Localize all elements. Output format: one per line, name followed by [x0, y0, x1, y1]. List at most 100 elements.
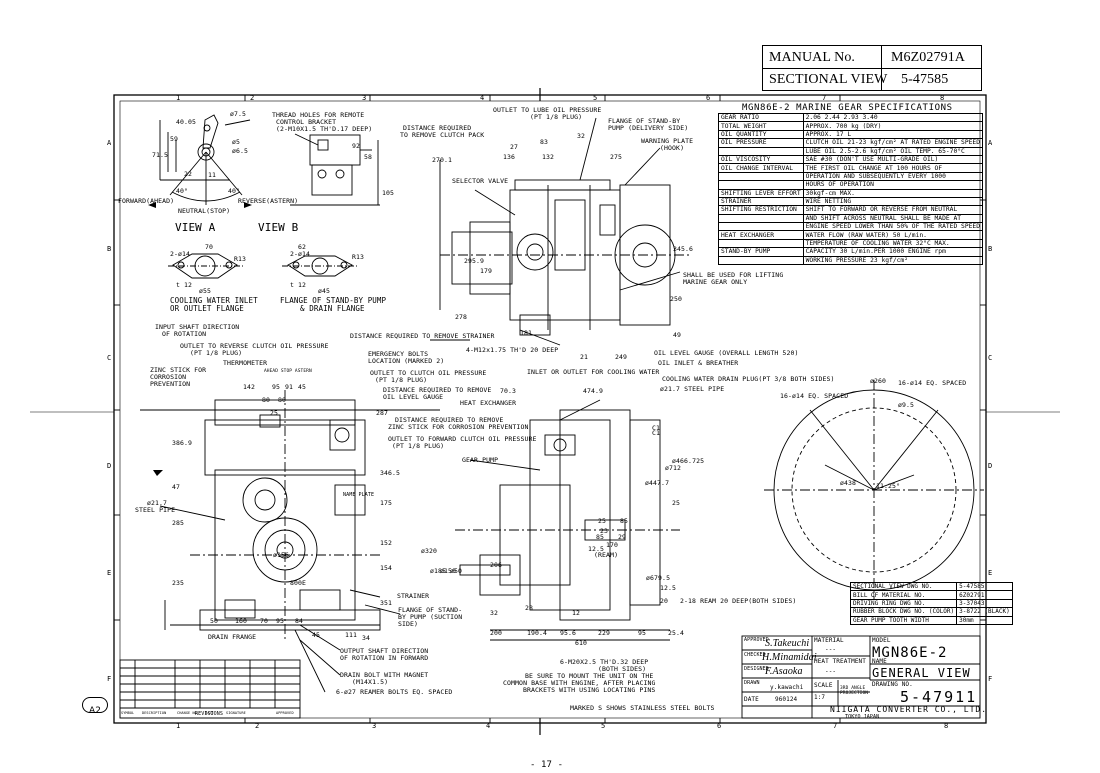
spec-value: CAPACITY 30 L/min.PER 1000 ENGINE rpm	[802, 247, 984, 257]
dimension-value: C1	[652, 429, 661, 437]
drain-bolt-label: DRAIN BOLT WITH MAGNET	[340, 671, 429, 679]
dimension-value: 45	[298, 383, 307, 391]
company-city: TOKYO JAPAN	[845, 714, 880, 720]
dimension-value: 229	[598, 629, 611, 637]
dimension-value: 95	[272, 383, 281, 391]
dimension-value: 206	[490, 561, 503, 569]
dwg-row: SECTIONAL VIEW DWG NO.5-47585	[849, 581, 1013, 592]
distance-required-label: DISTANCE REQUIRED	[403, 124, 472, 132]
dimension-value: 85	[596, 533, 605, 541]
grid-row-c: C	[107, 354, 112, 362]
steel-pipe-left-dia: ø21.7	[147, 499, 168, 507]
manual-number: M6Z02791A	[891, 50, 966, 65]
dimension-value: 40°	[176, 187, 189, 195]
view-b-label: VIEW B	[258, 221, 299, 234]
dwg-value: 3-8722 (BLACK)	[956, 607, 1013, 617]
dimension-value: 2-ø14	[170, 250, 191, 258]
spec-value: THE FIRST OIL CHANGE AT 100 HOURS OF	[802, 163, 984, 173]
remove-clutch-label: TO REMOVE CLUTCH PACK	[400, 131, 485, 139]
dimension-value: ø447.7	[645, 479, 670, 487]
model-label: MODEL	[872, 637, 891, 644]
ream-label: (REAM)	[594, 551, 619, 559]
dimension-value: 190.4	[527, 629, 548, 637]
spec-value: AND SHIFT ACROSS NEUTRAL SHALL BE MADE A…	[802, 213, 984, 224]
grid-row-f: F	[107, 675, 112, 683]
dimension-value: 2-ø14	[290, 250, 311, 258]
dimension-value: 32	[577, 132, 586, 140]
dimension-value: 83	[540, 138, 549, 146]
dimension-value: ø5	[232, 138, 241, 146]
drain-bolt-label-2: (M14X1.5)	[352, 678, 389, 686]
steel-pipe-left-label: STEEL PIPE	[135, 506, 176, 514]
material-value: ---	[825, 646, 837, 653]
dimension-value: R13	[234, 255, 247, 263]
dimension-value: 12.5	[660, 584, 677, 592]
dwg-value: 3-37043	[956, 598, 1013, 609]
dimension-value: 40.05	[176, 118, 197, 126]
input-shaft-label-2: OF ROTATION	[162, 330, 207, 338]
m20-thread-label: 6-M20X2.5 TH'D.32 DEEP	[560, 658, 649, 666]
standby-flange-label: FLANGE OF STAND-BY PUMP	[280, 296, 387, 305]
grid-col-bottom-8: 8	[944, 722, 949, 730]
heat-treatment-value: ---	[825, 668, 837, 675]
dimension-value: R13	[352, 253, 365, 261]
designer-signature: F.Asaoka	[765, 666, 803, 677]
drawn-by: y.kawachi	[770, 684, 804, 691]
flange-suction-label-2: BY PUMP (SUCTION	[398, 613, 463, 621]
outlet-lube-label-2: (PT 1/8 PLUG)	[530, 113, 583, 121]
dimension-value: 95	[638, 629, 647, 637]
approved-label: APPROVED	[744, 637, 769, 643]
dimension-value: t 12	[290, 281, 307, 289]
dimension-value: 346.5	[380, 469, 401, 477]
scale-value: 1:7	[814, 694, 826, 701]
revisions-col-symbol: SYMBOL	[121, 711, 135, 715]
grid-row-e-right: E	[988, 569, 993, 577]
dwg-key: DRIVING RING DWG NO.	[849, 598, 958, 609]
checked-label: CHECKED	[744, 652, 766, 658]
dwg-key: SECTIONAL VIEW DWG NO.	[849, 581, 958, 592]
zinc-stick-label-3: PREVENTION	[150, 380, 191, 388]
dimension-value: 351	[380, 599, 393, 607]
dimension-value: 95	[276, 617, 285, 625]
dimension-value: ø679.5	[646, 574, 671, 582]
dimension-value: 32	[490, 609, 499, 617]
spec-title: MGN86E-2 MARINE GEAR SPECIFICATIONS	[742, 103, 953, 113]
grid-col-1: 1	[176, 94, 181, 102]
dimension-value: 40°	[228, 187, 241, 195]
manual-label: MANUAL No.	[769, 50, 856, 65]
dimension-value: 25.4	[668, 629, 685, 637]
name-plate-label: NAME PLATE	[343, 492, 375, 498]
ream-deep-label: 2-18 REAM 20 DEEP(BOTH SIDES)	[680, 597, 797, 605]
dimension-value: 23	[600, 527, 609, 535]
dimension-value: 92	[352, 142, 361, 150]
grid-col-5: 5	[593, 94, 598, 102]
outlet-lube-label: OUTLET TO LUBE OIL PRESSURE	[493, 106, 602, 114]
oil-level-remove-label-2: OIL LEVEL GAUGE	[383, 393, 444, 401]
dimension-value: 11.25°	[876, 482, 901, 490]
approver-signature: S.Takeuchi	[765, 638, 810, 649]
view-a-label: VIEW A	[175, 221, 216, 234]
output-shaft-label: OUTPUT SHAFT DIRECTION	[340, 647, 429, 655]
dimension-value: ø55	[199, 287, 212, 295]
spec-value: TEMPERATURE OF COOLING WATER 32°C MAX.	[802, 238, 984, 249]
oil-inlet-label: OIL INLET & BREATHER	[658, 359, 739, 367]
spec-key: OIL QUANTITY	[718, 129, 804, 140]
spec-key	[718, 171, 804, 182]
spec-key: STRAINER	[718, 196, 804, 207]
dimension-value: 22	[184, 170, 193, 178]
spec-key: SHIFTING LEVER EFFORT	[718, 188, 804, 198]
dimension-value: 235	[172, 579, 185, 587]
zinc-stick-label: ZINC STICK FOR	[150, 366, 207, 374]
dimension-value: 179	[480, 267, 493, 275]
dimension-value: 250	[670, 295, 683, 303]
selector-valve-label: SELECTOR VALVE	[452, 177, 509, 185]
revisions-col-date: DATE	[205, 711, 214, 715]
dimension-value: 275	[610, 153, 623, 161]
spec-row: AND SHIFT ACROSS NEUTRAL SHALL BE MADE A…	[718, 213, 984, 224]
dimension-value: ø9.5	[898, 401, 915, 409]
spec-key	[718, 213, 804, 224]
dimension-value: 25	[270, 409, 279, 417]
